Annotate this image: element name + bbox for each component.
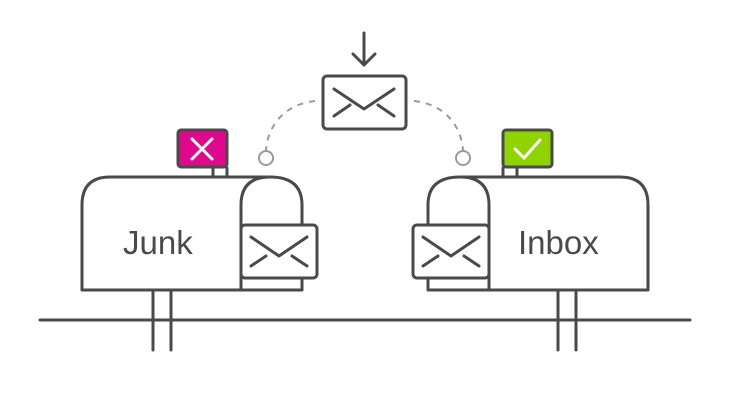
path-to-inbox <box>413 100 464 151</box>
inbox-flag <box>501 128 554 169</box>
x-mark-icon <box>176 128 229 169</box>
down-arrow-icon <box>351 31 377 67</box>
check-mark-icon <box>501 128 554 169</box>
junk-envelope-icon <box>239 223 319 280</box>
path-node-junk <box>258 150 274 166</box>
inbox-envelope-icon <box>411 223 491 280</box>
path-node-inbox <box>455 150 471 166</box>
inbox-label: Inbox <box>518 224 599 261</box>
path-to-junk <box>265 100 316 151</box>
incoming-envelope-icon <box>321 74 408 131</box>
junk-mailbox: Junk <box>80 128 319 352</box>
inbox-mailbox: Inbox <box>411 128 650 352</box>
junk-label: Junk <box>123 224 193 261</box>
